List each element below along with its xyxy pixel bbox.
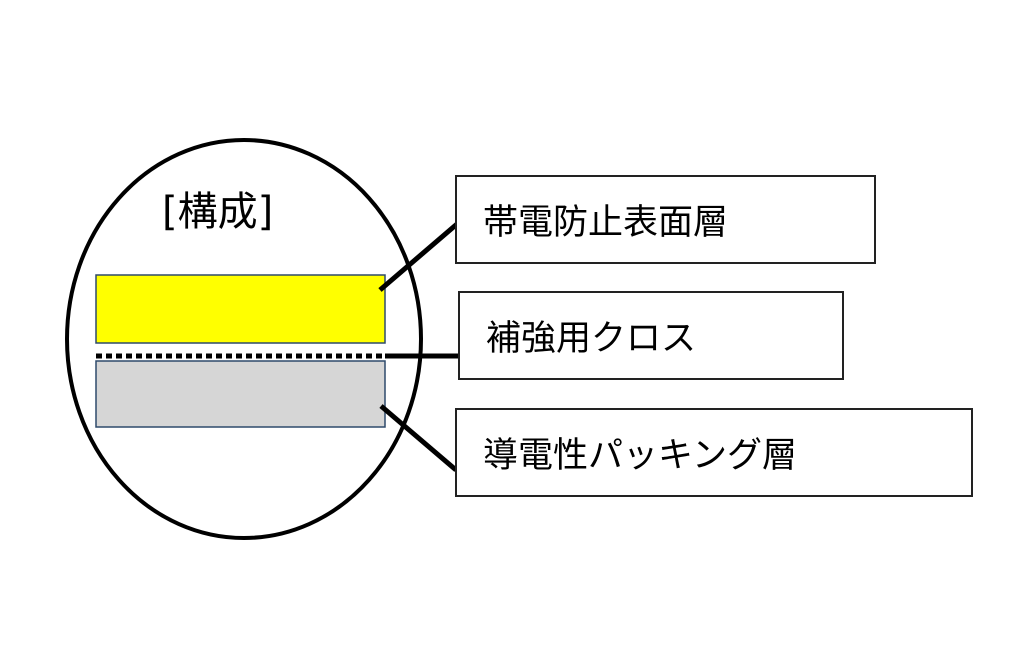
label-box-surface-layer: 帯電防止表面層: [455, 175, 876, 264]
antistatic-surface-layer: [95, 274, 386, 344]
leader-line-packing: [379, 404, 458, 472]
diagram-title: [構成]: [162, 189, 274, 235]
label-surface-layer: 帯電防止表面層: [483, 203, 729, 243]
leader-line-surface: [378, 222, 459, 292]
label-reinforcing-cloth: 補強用クロス: [486, 319, 697, 359]
conductive-packing-layer: [95, 360, 386, 428]
label-packing-layer: 導電性パッキング層: [483, 436, 797, 476]
label-box-packing-layer: 導電性パッキング層: [455, 408, 973, 497]
label-box-reinforcing-cloth: 補強用クロス: [458, 291, 844, 380]
magnifier-circle: [65, 138, 423, 540]
